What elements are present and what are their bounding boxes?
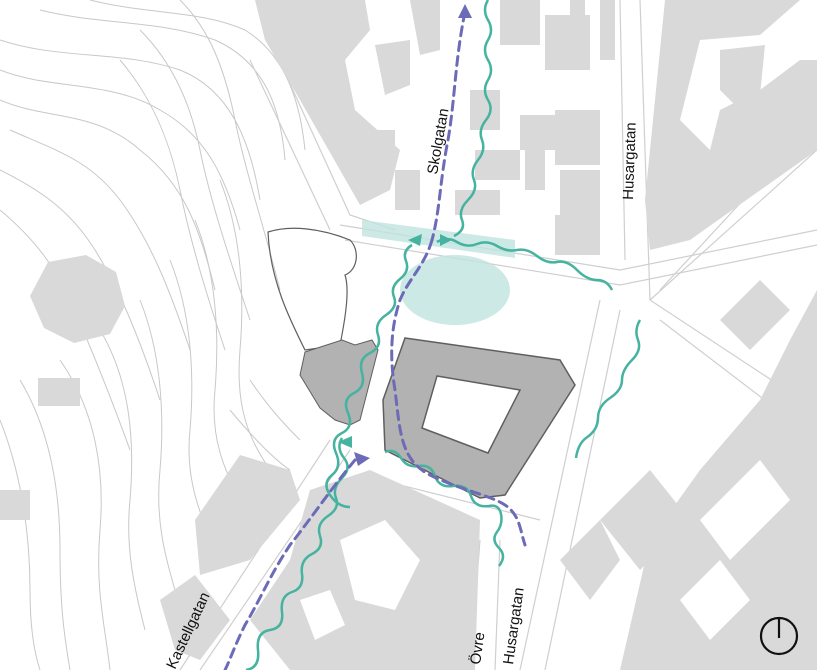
plaza-strip xyxy=(362,220,515,258)
octagon-building xyxy=(30,255,125,343)
existing-parcel-outline xyxy=(267,227,357,351)
south-courtyards xyxy=(300,520,420,640)
blue-routes xyxy=(223,10,527,670)
north-arrow-icon xyxy=(759,616,799,656)
plaza-oval xyxy=(400,255,510,325)
street-label-ovre: Övre xyxy=(466,631,488,666)
southeast-courtyards xyxy=(680,460,790,640)
buildings-southeast xyxy=(560,280,817,670)
route-arrows xyxy=(338,4,472,466)
small-parcel xyxy=(38,378,80,406)
blue-arrow-south-kastell xyxy=(354,452,370,466)
small-building xyxy=(299,339,379,426)
green-arrow-plaza-right xyxy=(440,234,452,246)
green-arrow-south xyxy=(338,436,352,448)
main-building-courtyard xyxy=(421,375,522,454)
small-parcel-2 xyxy=(0,490,30,520)
green-arrow-plaza-left xyxy=(408,234,422,246)
street-label-husargatan: Husargatan xyxy=(620,122,640,200)
street-label-skolgatan: Skolgatan xyxy=(424,107,452,176)
buildings-northeast xyxy=(645,0,817,250)
buildings-south xyxy=(160,455,480,670)
main-building xyxy=(382,337,576,499)
blue-arrow-north xyxy=(458,4,472,18)
terrain-contours xyxy=(0,0,306,670)
buildings-north xyxy=(255,0,615,255)
